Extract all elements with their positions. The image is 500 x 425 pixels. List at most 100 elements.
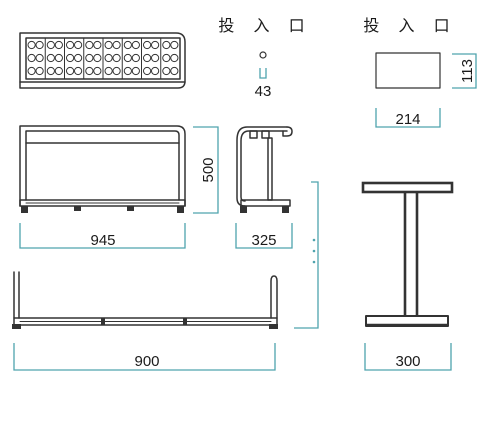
depth-value: 325 [251, 232, 276, 249]
umbrella-slot-circle [54, 40, 63, 50]
umbrella-slot-circle [112, 40, 121, 50]
side-hook [261, 130, 270, 139]
long-right-post [270, 275, 278, 319]
umbrella-slot-circle [27, 40, 36, 50]
top-view [19, 32, 186, 89]
front-base-rail [19, 199, 186, 207]
front-frame-outer [19, 125, 186, 207]
umbrella-slot-circle [93, 53, 102, 63]
long-foot [269, 324, 278, 329]
umbrella-slot-circle [104, 40, 113, 50]
long-rail-joint [183, 318, 187, 325]
umbrella-slot-circle [54, 53, 63, 63]
umbrella-slot-circle [143, 53, 152, 63]
overall-width-dimension-line [19, 223, 186, 249]
side-post [267, 137, 273, 201]
long-foot [12, 324, 21, 329]
depth-dimension-line [235, 223, 293, 249]
side-top-arm [282, 126, 293, 137]
long-rail-joint [101, 318, 105, 325]
umbrella-slot-circle [74, 53, 83, 63]
height-dimension-line [193, 126, 219, 214]
umbrella-slot-circle [46, 66, 55, 76]
side-view [236, 126, 293, 213]
inlet-width-dimension-line [375, 108, 441, 128]
umbrella-slot-circle [66, 40, 75, 50]
umbrella-slot-circle [112, 53, 121, 63]
umbrella-slot-circle [46, 40, 55, 50]
profile-top-flange [361, 181, 454, 194]
side-frame-inner [240, 130, 288, 202]
inlet-diameter-dimension-line [259, 68, 267, 79]
umbrella-slot-circle [74, 66, 83, 76]
umbrella-slot-circle [85, 66, 94, 76]
inner-width-dimension-line [13, 343, 276, 371]
umbrella-slot-circle [66, 66, 75, 76]
base-width-value: 300 [395, 353, 420, 370]
umbrella-slot-circle [123, 66, 132, 76]
umbrella-slot-circle [170, 53, 179, 63]
umbrella-slot-circle [162, 66, 171, 76]
umbrella-slot-circle [143, 40, 152, 50]
umbrella-slot-circle [112, 66, 121, 76]
overall-width-value: 945 [90, 232, 115, 249]
break-dot [312, 249, 316, 253]
umbrella-slot-circle [123, 53, 132, 63]
long-view [12, 271, 278, 329]
umbrella-slot-circle [162, 40, 171, 50]
inlet-height-value: 113 [459, 59, 476, 83]
umbrella-slot-circle [104, 53, 113, 63]
break-dot [312, 238, 316, 242]
umbrella-slot-circle [151, 53, 160, 63]
opening-grid [27, 37, 179, 80]
inlet-hole-icon [259, 51, 267, 59]
side-foot [282, 206, 289, 213]
inner-width-value: 900 [134, 353, 159, 370]
front-foot [21, 206, 28, 213]
side-foot [240, 206, 247, 213]
front-view [19, 125, 186, 213]
umbrella-slot-circle [35, 66, 44, 76]
inlet-width-value: 214 [395, 111, 420, 128]
inlet-label-middle: 投 入 口 [218, 16, 311, 35]
umbrella-slot-circle [151, 66, 160, 76]
umbrella-slot-circle [123, 40, 132, 50]
break-dot [312, 260, 316, 264]
umbrella-slot-circle [104, 66, 113, 76]
inlet-label-right: 投 入 口 [363, 16, 456, 35]
base-width-dimension-line [364, 343, 452, 371]
umbrella-slot-circle [151, 40, 160, 50]
top-view-outline [19, 32, 186, 89]
umbrella-slot-circle [35, 40, 44, 50]
umbrella-slot-circle [131, 66, 140, 76]
base-profile-view [361, 181, 454, 327]
umbrella-slot-circle [27, 66, 36, 76]
umbrella-slot-circle [170, 66, 179, 76]
front-foot [74, 206, 81, 211]
front-foot [177, 206, 184, 213]
umbrella-slot-circle [85, 53, 94, 63]
umbrella-slot-circle [54, 66, 63, 76]
front-frame-inner [25, 130, 180, 201]
long-view-height-dimension-line [294, 181, 319, 329]
umbrella-slot-circle [93, 40, 102, 50]
height-value: 500 [200, 157, 217, 182]
umbrella-slot-circle [27, 53, 36, 63]
umbrella-slot-circle [131, 53, 140, 63]
umbrella-slot-circle [46, 53, 55, 63]
inlet-height-dimension-line [452, 53, 477, 89]
inlet-opening-rect [375, 52, 441, 89]
umbrella-slot-circle [85, 40, 94, 50]
side-base-rail [240, 199, 291, 207]
side-frame-outer [236, 126, 288, 207]
umbrella-slot-circle [93, 66, 102, 76]
umbrella-slot-circle [74, 40, 83, 50]
front-foot [127, 206, 134, 211]
side-hook [249, 130, 258, 139]
inlet-diameter-value: 43 [255, 83, 272, 100]
umbrella-slot-circle [162, 53, 171, 63]
umbrella-slot-circle [131, 40, 140, 50]
umbrella-slot-circle [143, 66, 152, 76]
umbrella-slot-circle [35, 53, 44, 63]
